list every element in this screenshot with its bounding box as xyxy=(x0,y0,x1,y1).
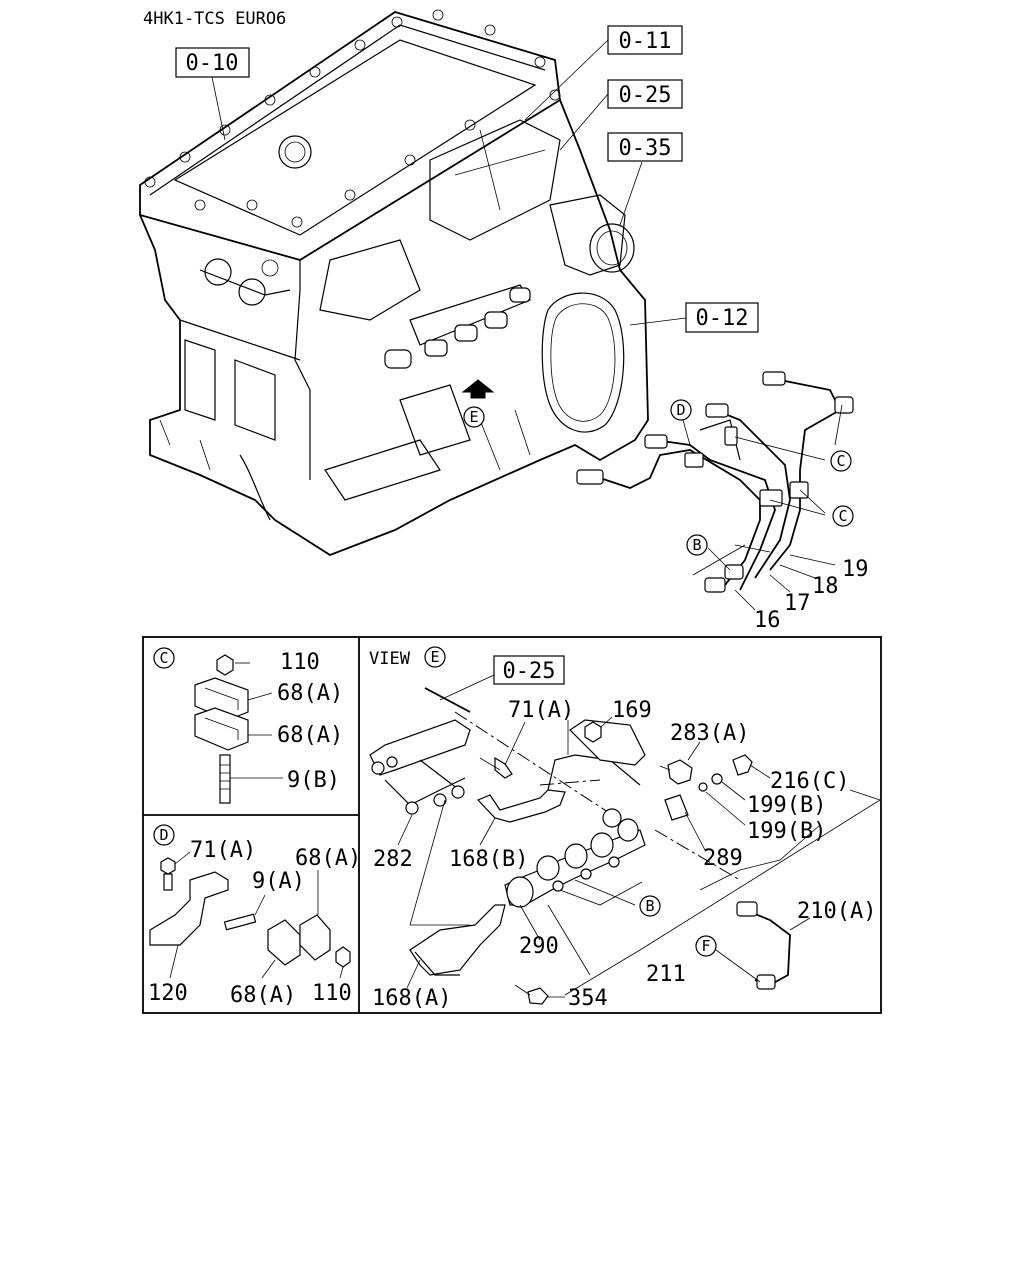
part-label-169: 169 xyxy=(612,698,652,723)
view-e-marker: E xyxy=(469,408,478,426)
view-e-title: VIEW xyxy=(369,649,411,669)
svg-text:0-10: 0-10 xyxy=(186,51,239,76)
callout-f: F xyxy=(701,937,710,955)
reference-box-0-25[interactable]: 0-25 xyxy=(493,655,565,685)
reference-box-0-11[interactable]: 0-11 xyxy=(607,25,683,55)
part-label-18: 18 xyxy=(812,574,839,599)
svg-text:D: D xyxy=(676,401,685,419)
part-label-19: 19 xyxy=(842,557,869,582)
svg-text:C: C xyxy=(836,452,845,470)
callout-c-lower: C xyxy=(832,505,854,527)
part-label-110: 110 xyxy=(280,650,320,675)
panel-c-tag: C xyxy=(159,649,168,667)
callout-c-upper: C xyxy=(830,450,852,472)
reference-box-0-10[interactable]: 0-10 xyxy=(175,47,250,78)
svg-text:B: B xyxy=(692,536,701,554)
part-label-71a: 71(A) xyxy=(190,838,256,863)
svg-text:0-11: 0-11 xyxy=(619,29,672,54)
part-label-68a: 68(A) xyxy=(295,846,361,871)
part-label-354: 354 xyxy=(568,986,608,1011)
svg-text:0-12: 0-12 xyxy=(696,306,749,331)
part-label-216c: 216(C) xyxy=(770,769,849,794)
svg-text:C: C xyxy=(838,507,847,525)
callout-d: D xyxy=(670,399,692,421)
part-label-289: 289 xyxy=(703,846,743,871)
part-label-199b: 199(B) xyxy=(747,819,826,844)
detail-panel-d: D 71(A) 68(A) 9(A) 120 68(A) 110 xyxy=(148,824,361,1008)
part-label-71a: 71(A) xyxy=(508,698,574,723)
svg-text:0-25: 0-25 xyxy=(619,83,672,108)
reference-leaders xyxy=(211,39,687,326)
part-label-68a: 68(A) xyxy=(277,681,343,706)
part-label-68a: 68(A) xyxy=(230,983,296,1008)
part-label-120: 120 xyxy=(148,981,188,1006)
part-label-210a: 210(A) xyxy=(797,899,876,924)
part-label-168a: 168(A) xyxy=(372,986,451,1011)
part-label-110: 110 xyxy=(312,981,352,1006)
detail-panels-frame xyxy=(142,636,882,1014)
engine-block-illustration: E xyxy=(139,9,649,557)
diagram-title: 4HK1-TCS EURO6 xyxy=(143,9,286,29)
reference-box-0-25[interactable]: 0-25 xyxy=(607,79,683,109)
part-label-211: 211 xyxy=(646,962,686,987)
detail-panel-c: C 110 68(A) 68(A) 9(B) xyxy=(153,647,343,804)
part-label-9b: 9(B) xyxy=(287,768,340,793)
part-label-283a: 283(A) xyxy=(670,721,749,746)
view-e-tag: E xyxy=(430,648,439,666)
detail-panel-view-e: VIEW E 0-25 xyxy=(369,646,881,1011)
part-label-9a: 9(A) xyxy=(252,869,305,894)
svg-text:0-35: 0-35 xyxy=(619,136,672,161)
part-label-17: 17 xyxy=(784,591,811,616)
part-label-68a: 68(A) xyxy=(277,723,343,748)
part-label-168b: 168(B) xyxy=(449,847,528,872)
reference-box-0-35[interactable]: 0-35 xyxy=(607,132,683,162)
part-label-199b: 199(B) xyxy=(747,793,826,818)
reference-box-0-12[interactable]: 0-12 xyxy=(685,302,759,333)
part-label-16: 16 xyxy=(754,608,781,633)
svg-text:0-25: 0-25 xyxy=(503,659,556,684)
panel-d-tag: D xyxy=(159,826,168,844)
injection-pipes-illustration xyxy=(576,371,854,611)
callout-b: B xyxy=(645,897,654,915)
callout-b-top: B xyxy=(686,534,708,556)
part-label-282: 282 xyxy=(373,847,413,872)
part-label-290: 290 xyxy=(519,934,559,959)
